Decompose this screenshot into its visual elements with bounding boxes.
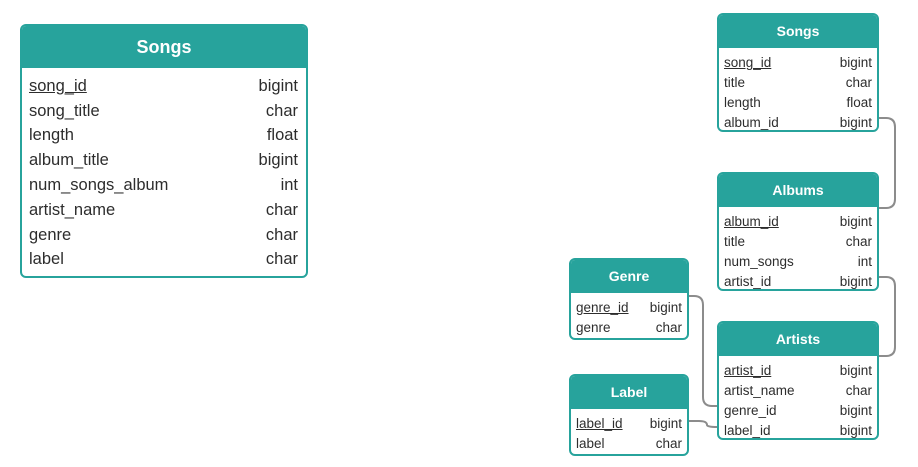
albums-artists-link: [879, 276, 896, 357]
column-type: char: [845, 383, 872, 399]
column-type: char: [845, 75, 872, 91]
column-name: label_id: [576, 416, 623, 432]
column-type: bigint: [839, 114, 872, 130]
table-row: artist_id bigint: [724, 271, 872, 289]
label-artists-link: [689, 420, 718, 428]
column-name: title: [724, 75, 746, 91]
table-title: Genre: [571, 260, 687, 293]
table-row: song_id bigint: [724, 53, 872, 73]
column-type: bigint: [649, 300, 682, 316]
column-type: bigint: [258, 151, 298, 170]
table-row: song_id bigint: [29, 74, 298, 99]
column-name: label: [576, 436, 605, 452]
column-name: length: [29, 126, 74, 145]
table-row: genre_id bigint: [576, 298, 682, 318]
table-row: num_songs_album int: [29, 173, 298, 198]
genre-artists-link: [689, 295, 717, 407]
table-row: album_id bigint: [724, 112, 872, 130]
column-name: artist_name: [29, 200, 116, 219]
table-row: num_songs int: [724, 252, 872, 272]
column-name: num_songs_album: [29, 176, 169, 195]
table-row: genre char: [576, 318, 682, 338]
column-name: artist_id: [724, 273, 772, 289]
table-body: label_id bigint label char: [571, 409, 687, 454]
column-name: album_id: [724, 214, 779, 230]
table-title: Albums: [719, 174, 877, 207]
column-type: int: [280, 176, 298, 195]
column-type: char: [655, 436, 682, 452]
column-name: artist_id: [724, 363, 772, 379]
table-row: label char: [29, 248, 298, 273]
column-type: bigint: [839, 402, 872, 418]
column-name: song_id: [724, 55, 772, 71]
table-row: label_id bigint: [576, 414, 682, 434]
table-row: label char: [576, 434, 682, 454]
column-type: bigint: [839, 363, 872, 379]
table-row: artist_name char: [724, 381, 872, 401]
column-name: song_id: [29, 76, 87, 95]
column-type: int: [857, 253, 872, 269]
column-type: bigint: [839, 422, 872, 438]
column-type: char: [265, 200, 298, 219]
table-row: genre char: [29, 223, 298, 248]
column-type: bigint: [839, 273, 872, 289]
table-row: label_id bigint: [724, 420, 872, 438]
column-type: char: [265, 101, 298, 120]
column-type: bigint: [258, 76, 298, 95]
table-row: genre_id bigint: [724, 401, 872, 421]
table-body: genre_id bigint genre char: [571, 293, 687, 338]
column-name: label_id: [724, 422, 771, 438]
column-name: num_songs: [724, 253, 794, 269]
column-name: genre_id: [576, 300, 629, 316]
column-name: artist_name: [724, 383, 795, 399]
table-row: song_title char: [29, 99, 298, 124]
table-title: Label: [571, 376, 687, 409]
column-name: genre_id: [724, 402, 777, 418]
column-type: char: [845, 234, 872, 250]
table-row: length float: [29, 124, 298, 149]
column-type: float: [846, 94, 872, 110]
table-row: album_title bigint: [29, 148, 298, 173]
column-name: album_id: [724, 114, 779, 130]
label-table: Label label_id bigint label char: [569, 374, 689, 456]
column-type: char: [265, 225, 298, 244]
songs-albums-link: [879, 117, 896, 209]
table-row: artist_id bigint: [724, 361, 872, 381]
column-name: genre: [576, 320, 611, 336]
table-title: Artists: [719, 323, 877, 356]
column-name: length: [724, 94, 761, 110]
column-name: label: [29, 250, 64, 269]
column-name: song_title: [29, 101, 100, 120]
table-title: Songs: [719, 15, 877, 48]
column-type: bigint: [839, 55, 872, 71]
column-name: title: [724, 234, 746, 250]
column-type: char: [655, 320, 682, 336]
table-row: length float: [724, 93, 872, 113]
column-type: char: [265, 250, 298, 269]
column-name: genre: [29, 225, 72, 244]
column-type: bigint: [839, 214, 872, 230]
table-title: Songs: [22, 26, 306, 68]
table-row: album_id bigint: [724, 212, 872, 232]
column-type: bigint: [649, 416, 682, 432]
column-name: album_title: [29, 151, 109, 170]
table-row: title char: [724, 232, 872, 252]
genre-table: Genre genre_id bigint genre char: [569, 258, 689, 340]
table-row: artist_name char: [29, 198, 298, 223]
table-row: title char: [724, 73, 872, 93]
column-type: float: [266, 126, 298, 145]
